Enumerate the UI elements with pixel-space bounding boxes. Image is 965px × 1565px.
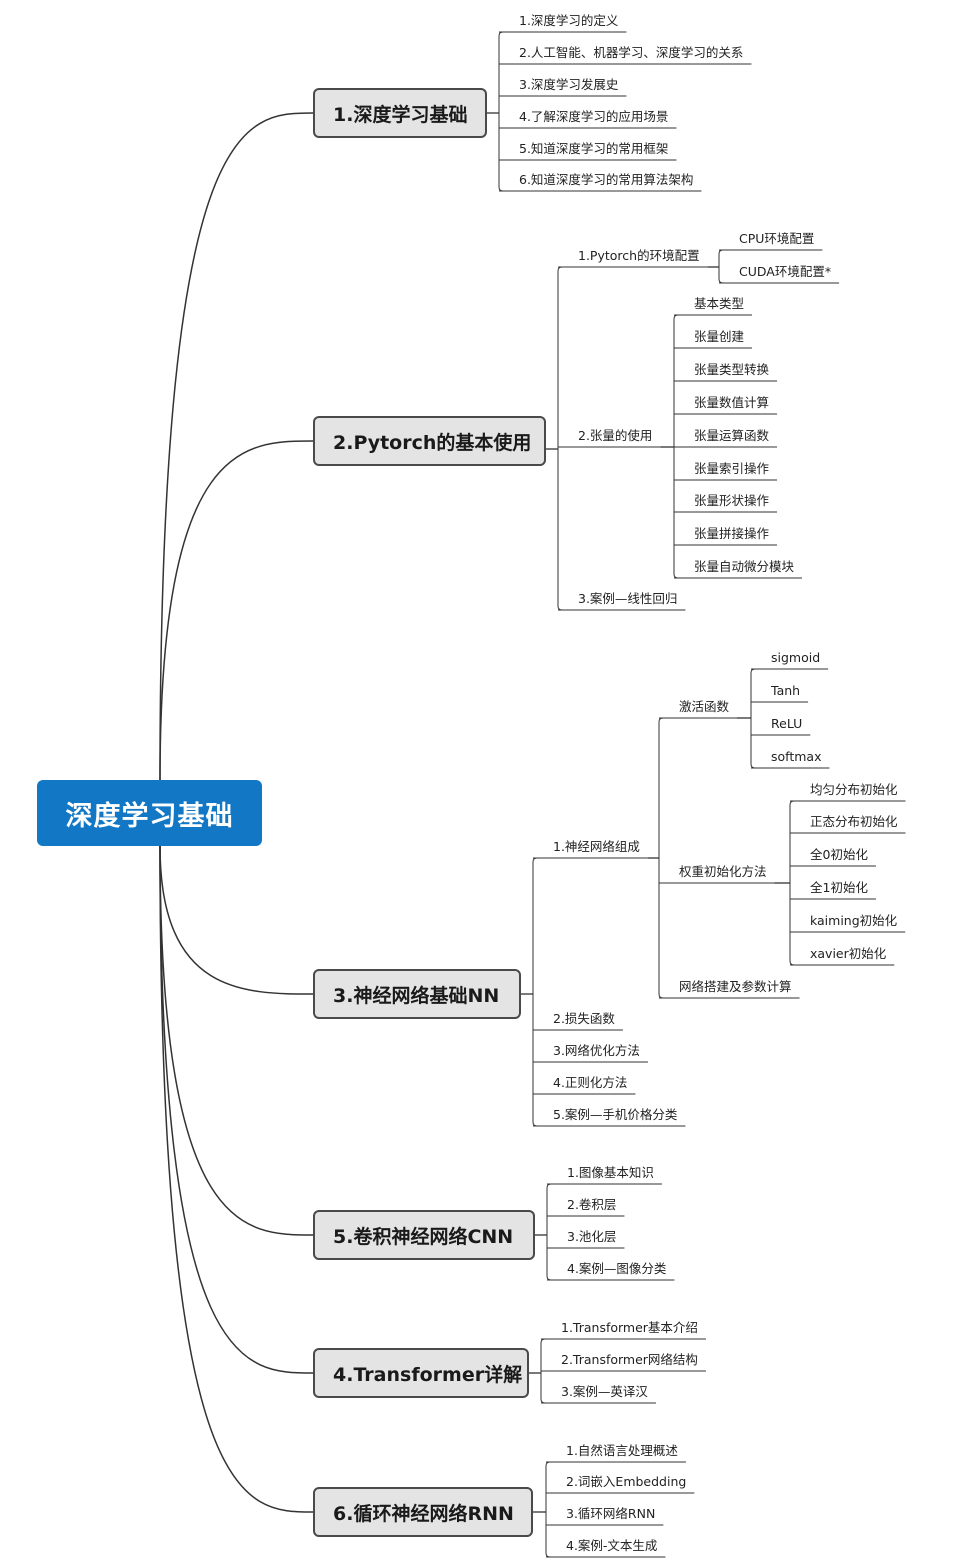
leaf-dl-frameworks[interactable]: 5.知道深度学习的常用框架: [519, 141, 669, 156]
leaf-zero-init[interactable]: 全0初始化: [810, 847, 868, 862]
leaf-tensor-autograd[interactable]: 张量自动微分模块: [694, 559, 795, 574]
leaf-text-generation[interactable]: 4.案例-文本生成: [566, 1538, 658, 1553]
leaf-loss-function[interactable]: 2.损失函数: [553, 1011, 615, 1026]
leaf-tensor-ops[interactable]: 张量运算函数: [694, 428, 770, 443]
node-pytorch-env[interactable]: 1.Pytorch的环境配置: [578, 248, 700, 263]
root-node[interactable]: 深度学习基础: [37, 780, 262, 846]
branch-deep-learning-basics[interactable]: 1.深度学习基础: [313, 88, 487, 138]
leaf-tensor-shape[interactable]: 张量形状操作: [694, 493, 770, 508]
leaf-linear-regression[interactable]: 3.案例—线性回归: [578, 591, 678, 606]
leaf-kaiming-init[interactable]: kaiming初始化: [810, 913, 898, 928]
leaf-dl-applications[interactable]: 4.了解深度学习的应用场景: [519, 109, 669, 124]
leaf-tensor-numeric[interactable]: 张量数值计算: [694, 395, 770, 410]
branch-neural-network-basics[interactable]: 3.神经网络基础NN: [313, 969, 521, 1019]
leaf-dl-algorithms[interactable]: 6.知道深度学习的常用算法架构: [519, 172, 694, 187]
leaf-en-zh-translation[interactable]: 3.案例—英译汉: [561, 1384, 648, 1399]
leaf-tanh[interactable]: Tanh: [771, 683, 801, 698]
leaf-transformer-intro[interactable]: 1.Transformer基本介绍: [561, 1320, 698, 1335]
branch-cnn[interactable]: 5.卷积神经网络CNN: [313, 1210, 535, 1260]
node-activation[interactable]: 激活函数: [679, 699, 730, 714]
leaf-tensor-create[interactable]: 张量创建: [694, 329, 745, 344]
leaf-rnn[interactable]: 3.循环网络RNN: [566, 1506, 656, 1521]
branch-pytorch-usage[interactable]: 2.Pytorch的基本使用: [313, 416, 546, 466]
leaf-ai-ml-dl-relation[interactable]: 2.人工智能、机器学习、深度学习的关系: [519, 45, 744, 60]
leaf-image-basics[interactable]: 1.图像基本知识: [567, 1165, 654, 1180]
node-tensor-usage[interactable]: 2.张量的使用: [578, 428, 653, 443]
leaf-nlp-overview[interactable]: 1.自然语言处理概述: [566, 1443, 678, 1458]
leaf-regularization[interactable]: 4.正则化方法: [553, 1075, 628, 1090]
leaf-basic-types[interactable]: 基本类型: [694, 296, 745, 311]
leaf-normal-init[interactable]: 正态分布初始化: [810, 814, 898, 829]
leaf-one-init[interactable]: 全1初始化: [810, 880, 868, 895]
leaf-xavier-init[interactable]: xavier初始化: [810, 946, 887, 961]
leaf-cpu-env[interactable]: CPU环境配置: [739, 231, 815, 246]
leaf-uniform-init[interactable]: 均匀分布初始化: [810, 782, 898, 797]
leaf-sigmoid[interactable]: sigmoid: [771, 650, 821, 665]
leaf-cuda-env[interactable]: CUDA环境配置*: [739, 264, 832, 279]
leaf-relu[interactable]: ReLU: [771, 716, 803, 731]
leaf-tensor-concat[interactable]: 张量拼接操作: [694, 526, 770, 541]
leaf-network-build[interactable]: 网络搭建及参数计算: [679, 979, 792, 994]
leaf-tensor-index[interactable]: 张量索引操作: [694, 461, 770, 476]
branch-transformer[interactable]: 4.Transformer详解: [313, 1348, 529, 1398]
leaf-image-classification[interactable]: 4.案例—图像分类: [567, 1261, 667, 1276]
leaf-dl-history[interactable]: 3.深度学习发展史: [519, 77, 619, 92]
leaf-softmax[interactable]: softmax: [771, 749, 822, 764]
leaf-pool-layer[interactable]: 3.池化层: [567, 1229, 617, 1244]
branch-rnn[interactable]: 6.循环神经网络RNN: [313, 1487, 533, 1537]
leaf-tensor-type-convert[interactable]: 张量类型转换: [694, 362, 770, 377]
leaf-phone-price[interactable]: 5.案例—手机价格分类: [553, 1107, 678, 1122]
leaf-word-embedding[interactable]: 2.词嵌入Embedding: [566, 1474, 687, 1489]
leaf-conv-layer[interactable]: 2.卷积层: [567, 1197, 617, 1212]
leaf-dl-definition[interactable]: 1.深度学习的定义: [519, 13, 619, 28]
leaf-transformer-structure[interactable]: 2.Transformer网络结构: [561, 1352, 698, 1367]
node-nn-composition[interactable]: 1.神经网络组成: [553, 839, 640, 854]
leaf-optimization[interactable]: 3.网络优化方法: [553, 1043, 640, 1058]
node-weight-init[interactable]: 权重初始化方法: [679, 864, 767, 879]
